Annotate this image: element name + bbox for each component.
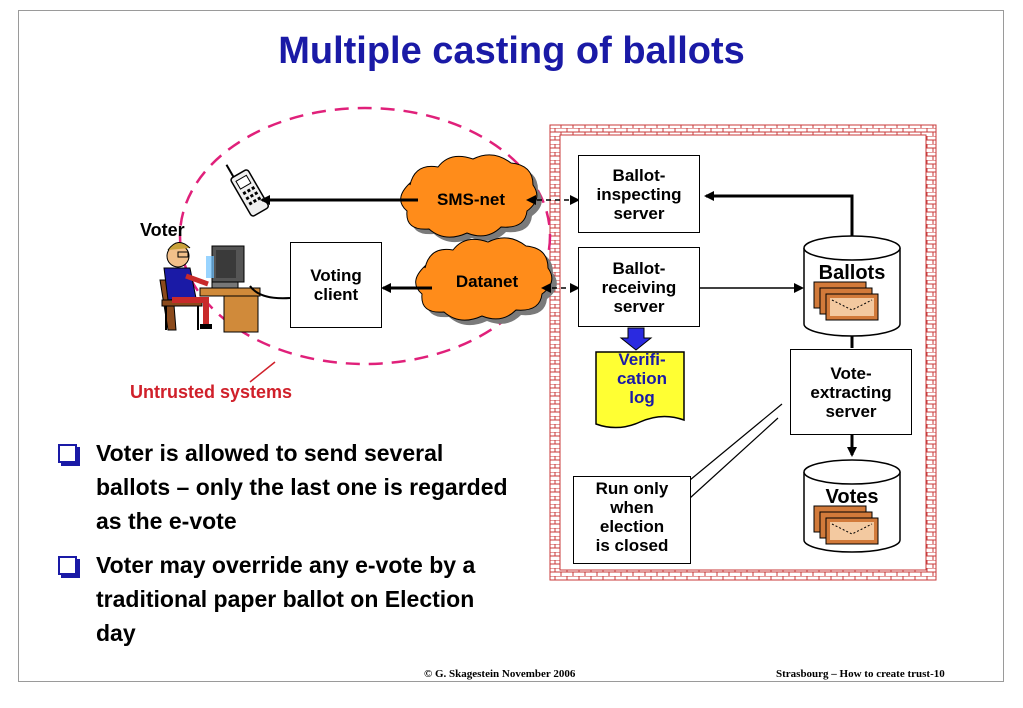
voter-label: Voter (140, 220, 185, 240)
ballot-inspecting-server: Ballot- inspecting server (578, 155, 700, 233)
note-callout-pointer (689, 403, 783, 499)
datanet-cloud (415, 237, 557, 326)
ballot-envelopes-icon (813, 281, 879, 321)
ballot-receiving-label: Ballot- receiving server (601, 258, 677, 316)
untrusted-systems-label: Untrusted systems (130, 382, 293, 402)
untrusted-pointer (249, 361, 276, 383)
ballot-receiving-server: Ballot- receiving server (578, 247, 700, 327)
verification-log-label: Verifi- cation log (616, 350, 668, 407)
verification-log-shape (595, 351, 685, 429)
untrusted-ellipse (178, 106, 552, 366)
ballots-database (803, 235, 901, 337)
ballots-label: Ballots (818, 262, 886, 284)
bullet-text: Voter is allowed to send several ballots… (96, 440, 508, 534)
bullet-list: Voter is allowed to send several ballots… (58, 436, 508, 660)
slide-title: Multiple casting of ballots (278, 30, 745, 72)
checkbox-bullet-icon (58, 444, 77, 463)
voting-client-label: Voting client (310, 266, 362, 304)
datanet-label: Datanet (455, 272, 519, 291)
slide-frame (18, 10, 1004, 682)
sms-net-label: SMS-net (437, 190, 505, 209)
bullet-item: Voter is allowed to send several ballots… (58, 436, 508, 538)
footer-slide-reference: Strasbourg – How to create trust-10 (772, 668, 949, 680)
election-closed-note: Run only when election is closed (573, 476, 691, 564)
ballot-inspecting-label: Ballot- inspecting server (596, 165, 682, 223)
vote-extracting-label: Vote- extracting server (810, 363, 892, 421)
checkbox-bullet-icon (58, 556, 77, 575)
sms-net-cloud (400, 154, 542, 243)
voting-client-box: Voting client (290, 242, 382, 328)
votes-database (803, 459, 901, 553)
ballots-to-inspecting-arrow (704, 191, 854, 248)
mobile-phone-icon (225, 164, 269, 217)
votes-label: Votes (825, 486, 879, 508)
footer-copyright: © G. Skagestein November 2006 (420, 668, 580, 680)
voter-at-computer-icon (159, 242, 291, 333)
log-down-arrow (619, 327, 653, 351)
bullet-item: Voter may override any e-vote by a tradi… (58, 548, 508, 650)
vote-extracting-server: Vote- extracting server (790, 349, 912, 435)
vote-envelopes-icon (813, 505, 879, 545)
bullet-text: Voter may override any e-vote by a tradi… (96, 552, 476, 646)
